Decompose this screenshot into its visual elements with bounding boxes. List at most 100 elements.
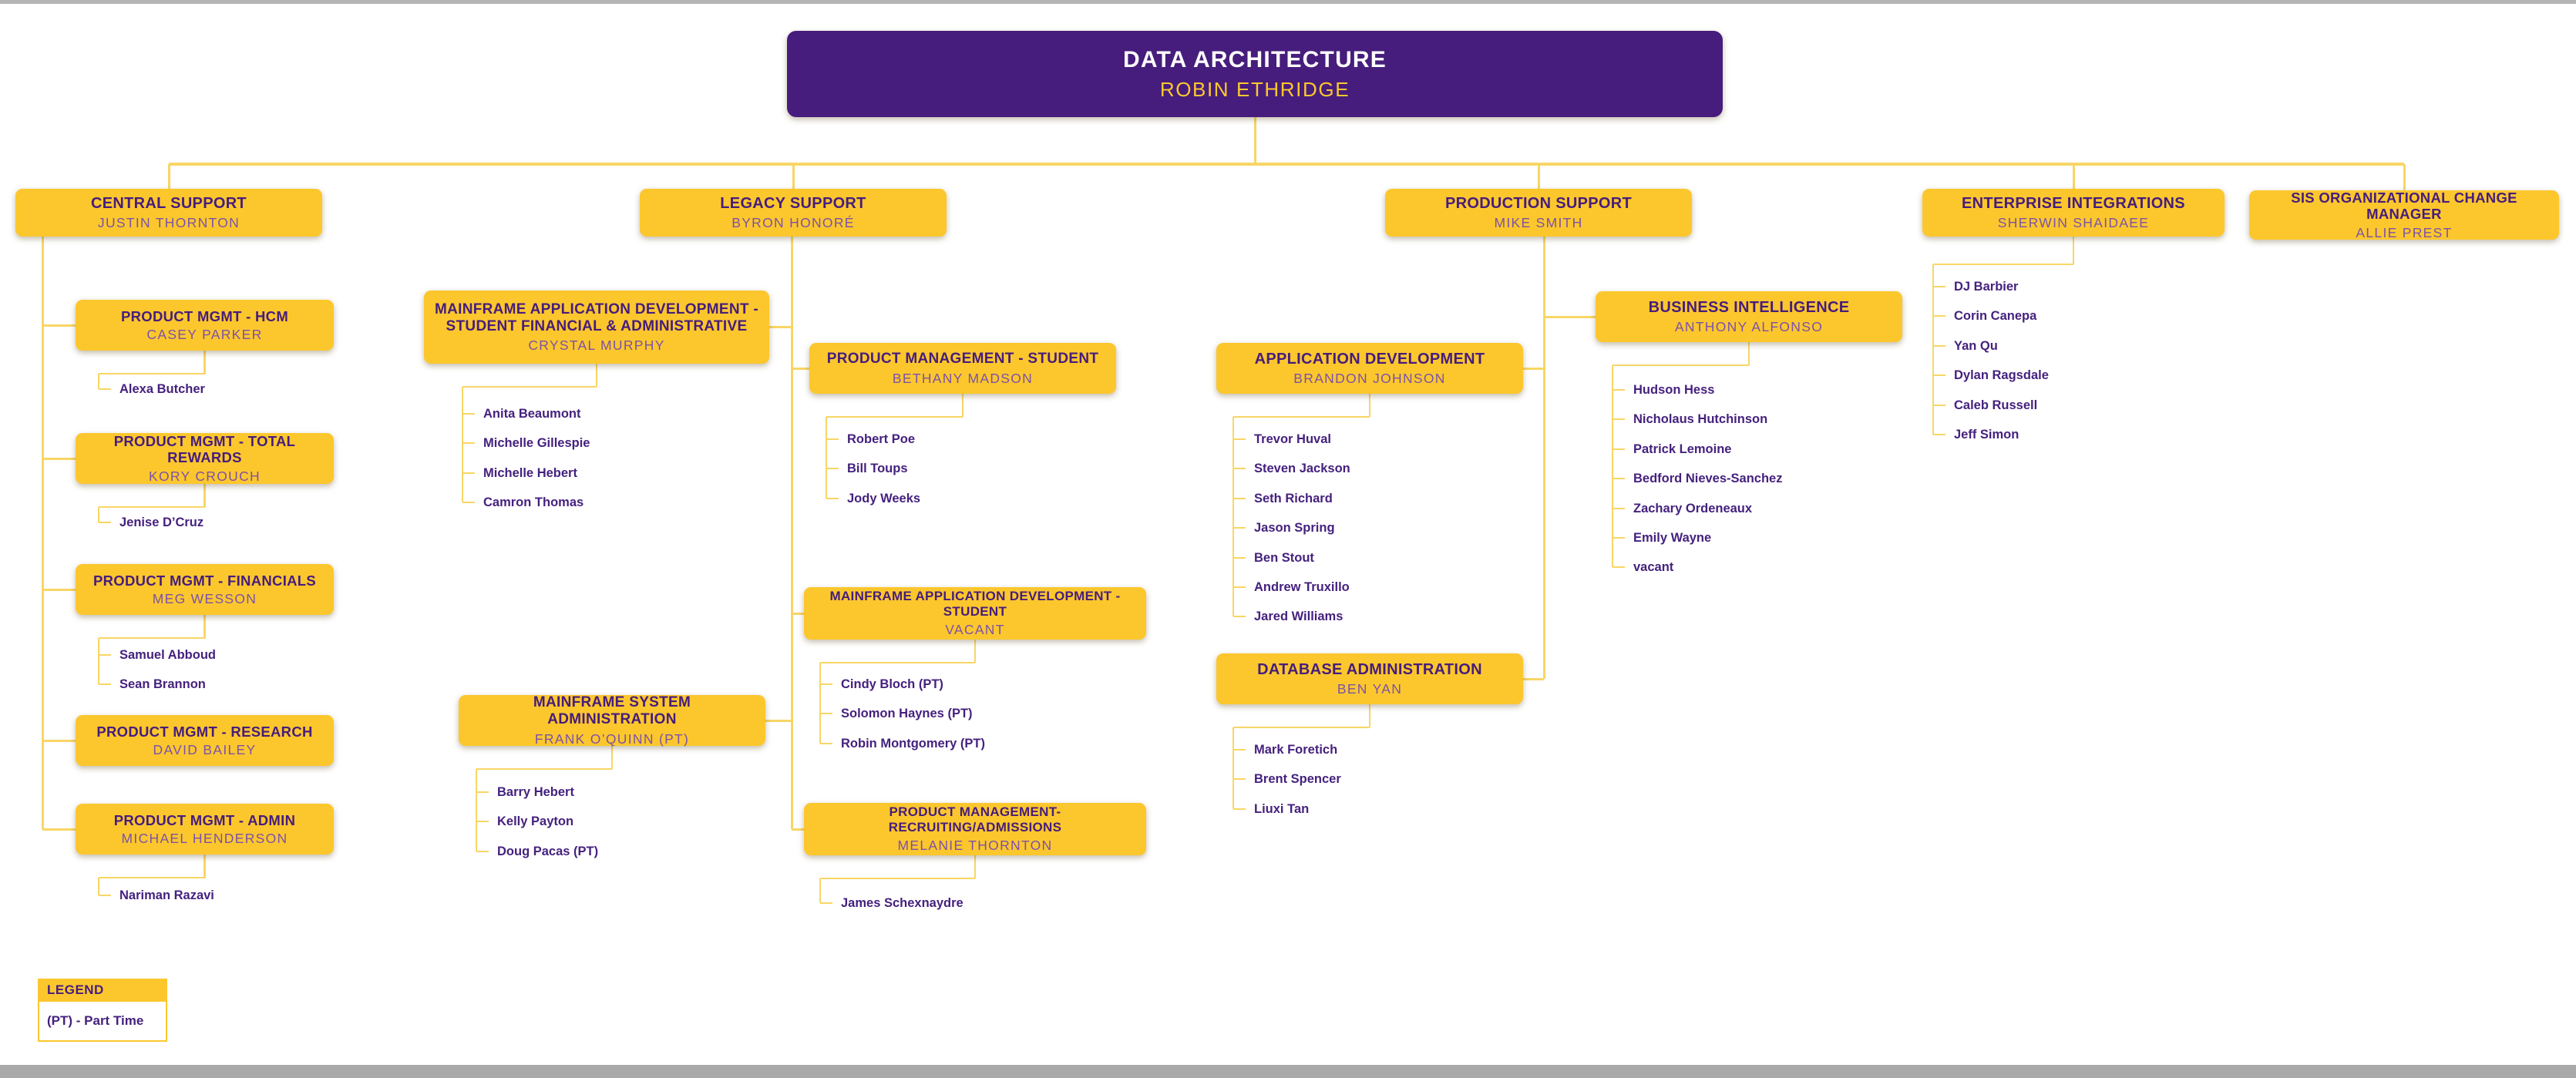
connector-line	[475, 769, 478, 851]
connector-line	[826, 415, 963, 418]
member-name: Yan Qu	[1954, 339, 1998, 353]
connector-line	[2072, 237, 2075, 264]
connector-line	[42, 588, 76, 591]
legend-header: LEGEND	[38, 979, 167, 1002]
connector-line	[826, 438, 839, 441]
connector-line	[1233, 586, 1246, 589]
box-name: MEG WESSON	[152, 591, 257, 607]
connector-line	[99, 876, 205, 879]
member-name: Hudson Hess	[1633, 383, 1715, 397]
org-box-mainframe-application-development-student: MAINFRAME APPLICATION DEVELOPMENT - STUD…	[804, 587, 1146, 640]
connector-line	[1544, 315, 1596, 318]
member-name: Bill Toups	[847, 462, 908, 475]
member-name: Steven Jackson	[1254, 462, 1350, 475]
member-name: Sean Brannon	[119, 677, 206, 691]
connector-line	[476, 820, 489, 823]
connector-line	[1233, 748, 1246, 751]
box-name: DAVID BAILEY	[153, 742, 257, 758]
connector-line	[790, 237, 793, 829]
connector-line	[1933, 314, 1945, 317]
connector-line	[1232, 417, 1235, 617]
connector-line	[1613, 448, 1625, 451]
org-box-product-management-recruiting-admissions: PRODUCT MANAGEMENT- RECRUITING/ADMISSION…	[804, 803, 1146, 855]
member-name: Barry Hebert	[497, 785, 574, 799]
connector-line	[462, 442, 475, 445]
box-title: MAINFRAME APPLICATION DEVELOPMENT - STUD…	[434, 301, 759, 334]
connector-line	[1233, 777, 1246, 781]
member-name: Corin Canepa	[1954, 309, 2037, 323]
connector-line	[820, 902, 832, 905]
member-name: vacant	[1633, 560, 1674, 574]
member-name: Bedford Nieves-Sanchez	[1633, 472, 1783, 485]
bottom-window-edge	[0, 1065, 2576, 1078]
member-name: Nariman Razavi	[119, 888, 214, 902]
connector-line	[1537, 164, 1540, 189]
connector-line	[2403, 164, 2406, 190]
legend: LEGEND (PT) - Part Time	[38, 979, 167, 1042]
box-name: MELANIE THORNTON	[897, 838, 1053, 854]
connector-line	[595, 364, 598, 387]
box-name: SHERWIN SHAIDAEE	[1997, 215, 2150, 231]
connector-line	[99, 653, 111, 657]
member-name: Jenise D’Cruz	[119, 515, 204, 529]
member-name: Andrew Truxillo	[1254, 580, 1350, 594]
connector-line	[1233, 808, 1246, 811]
connector-line	[1233, 726, 1370, 729]
box-name: ANTHONY ALFONSO	[1674, 319, 1824, 335]
box-name: BYRON HONORÉ	[731, 215, 855, 231]
connector-line	[462, 472, 475, 475]
member-name: Patrick Lemoine	[1633, 442, 1732, 456]
connector-line	[820, 683, 832, 686]
connector-line	[167, 164, 170, 189]
connector-line	[1933, 285, 1945, 288]
member-name: Cindy Bloch (PT)	[841, 677, 943, 691]
member-name: Caleb Russell	[1954, 398, 2038, 412]
box-title: BUSINESS INTELLIGENCE	[1648, 298, 1850, 316]
connector-line	[462, 385, 597, 388]
member-name: Jason Spring	[1254, 521, 1335, 535]
connector-line	[1613, 566, 1625, 569]
connector-line	[1523, 677, 1544, 680]
connector-line	[820, 712, 832, 715]
connector-line	[819, 878, 822, 903]
connector-line	[765, 719, 792, 722]
member-name: Emily Wayne	[1633, 531, 1712, 545]
member-name: Dylan Ragsdale	[1954, 368, 2049, 382]
box-title: DATABASE ADMINISTRATION	[1257, 660, 1482, 678]
connector-line	[792, 164, 795, 189]
connector-line	[476, 850, 489, 853]
connector-line	[99, 894, 111, 897]
connector-line	[97, 638, 100, 685]
top-window-edge	[0, 0, 2576, 4]
box-title: PRODUCT MANAGEMENT- RECRUITING/ADMISSION…	[888, 804, 1062, 835]
connector-line	[1933, 374, 1945, 377]
connector-line	[203, 351, 206, 374]
connector-line	[1933, 433, 1945, 436]
member-name: Samuel Abboud	[119, 648, 216, 662]
connector-line	[1233, 438, 1246, 441]
member-name: Ben Stout	[1254, 551, 1314, 565]
member-name: Solomon Haynes (PT)	[841, 707, 973, 720]
member-name: Trevor Huval	[1254, 432, 1331, 446]
connector-line	[203, 484, 206, 507]
box-title: PRODUCT MGMT - HCM	[120, 307, 289, 324]
member-name: Anita Beaumont	[483, 407, 581, 421]
connector-line	[1932, 264, 1935, 435]
connector-line	[476, 767, 612, 771]
connector-line	[99, 521, 111, 524]
connector-line	[476, 791, 489, 794]
member-name: Alexa Butcher	[119, 382, 205, 396]
connector-line	[99, 388, 111, 391]
connector-line	[820, 877, 975, 880]
connector-line	[974, 855, 977, 878]
connector-line	[1613, 418, 1625, 421]
connector-line	[1613, 364, 1749, 367]
connector-line	[99, 372, 205, 375]
